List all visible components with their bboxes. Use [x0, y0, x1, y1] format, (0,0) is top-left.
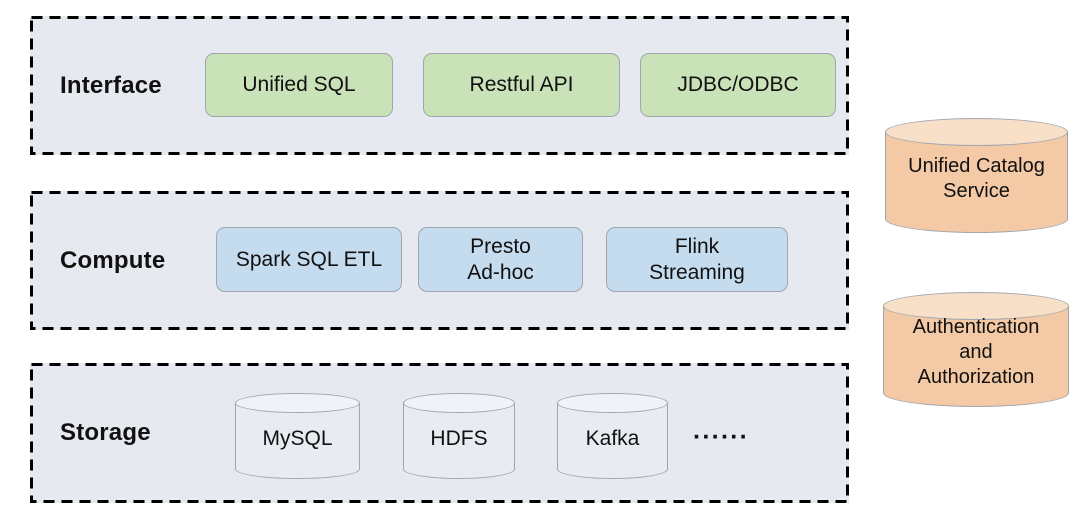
- chip-spark-sql-etl: Spark SQL ETL: [216, 227, 402, 292]
- layer-compute: Compute Spark SQL ETL Presto Ad-hoc Flin…: [30, 191, 849, 330]
- cylinder-unified-catalog-service: Unified Catalog Service: [885, 118, 1068, 233]
- cylinder-body: [883, 306, 1069, 393]
- layer-interface: Interface Unified SQL Restful API JDBC/O…: [30, 16, 849, 155]
- cylinder-top-ellipse: [883, 292, 1069, 320]
- chip-unified-sql: Unified SQL: [205, 53, 393, 117]
- unified-catalog-service-label: Unified Catalog Service: [908, 154, 1045, 202]
- layer-interface-label: Interface: [60, 71, 162, 99]
- cylinder-mysql: MySQL: [235, 393, 360, 479]
- chip-presto-adhoc: Presto Ad-hoc: [418, 227, 583, 292]
- layer-storage: Storage MySQL HDFS Kafka ······: [30, 363, 849, 503]
- cylinder-hdfs: HDFS: [403, 393, 515, 479]
- cylinder-top-ellipse: [885, 118, 1068, 146]
- chip-flink-streaming: Flink Streaming: [606, 227, 788, 292]
- cylinder-authentication-authorization: Authentication and Authorization: [883, 292, 1069, 407]
- cylinder-body: [885, 132, 1068, 219]
- cylinder-kafka-label: Kafka: [585, 427, 640, 450]
- cylinder-kafka: Kafka: [557, 393, 668, 479]
- layer-storage-label: Storage: [60, 419, 151, 446]
- chip-restful-api: Restful API: [423, 53, 620, 117]
- chip-jdbc-odbc: JDBC/ODBC: [640, 53, 836, 117]
- cylinder-hdfs-label: HDFS: [430, 427, 488, 450]
- ellipsis-more: ······: [693, 423, 749, 451]
- cylinder-mysql-label: MySQL: [262, 427, 333, 450]
- authentication-authorization-label: Authentication and Authorization: [912, 316, 1040, 388]
- layer-compute-label: Compute: [60, 246, 166, 274]
